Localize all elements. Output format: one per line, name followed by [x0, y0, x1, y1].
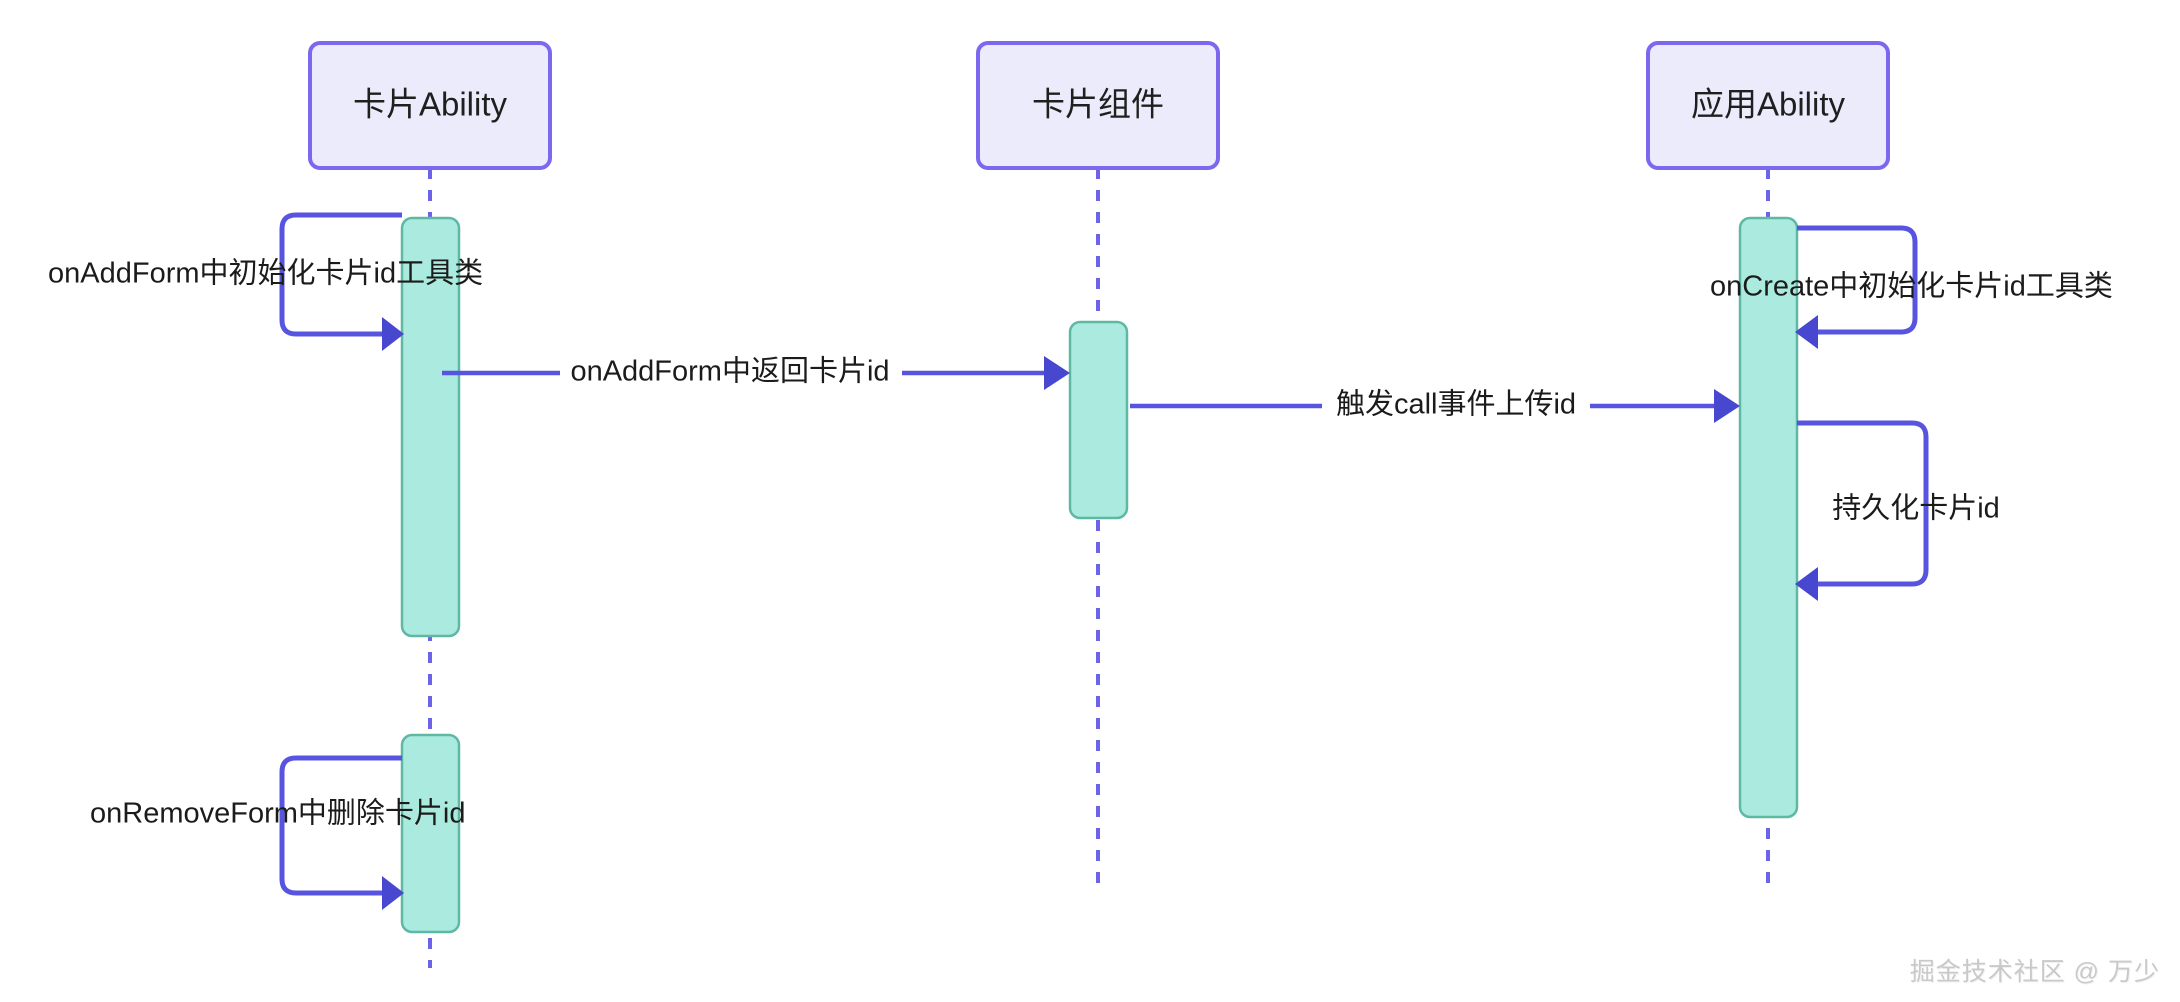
message-persist-card-id-path: [1797, 420, 1929, 587]
activation-card-ability-2: [400, 733, 461, 934]
message-onaddform-init-arrowhead: [382, 317, 404, 351]
message-onaddform-return[interactable]: onAddForm中返回卡片id: [442, 355, 1070, 390]
activation-card-ability-1: [400, 216, 461, 638]
message-onaddform-init-label: onAddForm中初始化卡片id工具类: [48, 257, 483, 290]
participant-label-card-ability: 卡片Ability: [353, 86, 508, 123]
activation-app-ability-1: [1738, 216, 1799, 819]
participant-card-component[interactable]: 卡片组件: [976, 41, 1220, 170]
message-persist-card-id-label: 持久化卡片id: [1832, 492, 2000, 525]
participant-app-ability[interactable]: 应用Ability: [1646, 41, 1890, 170]
message-oncreate-init-arrowhead: [1795, 315, 1818, 349]
message-persist-card-id[interactable]: 持久化卡片id: [1795, 420, 2000, 601]
message-call-upload-id-arrowhead: [1714, 389, 1740, 423]
message-oncreate-init-path: [1797, 225, 1918, 335]
message-onaddform-return-arrowhead: [1044, 356, 1070, 390]
message-onremoveform-delete-label: onRemoveForm中删除卡片id: [90, 797, 465, 830]
message-onremoveform-delete[interactable]: onRemoveForm中删除卡片id: [90, 755, 465, 910]
message-onaddform-init[interactable]: onAddForm中初始化卡片id工具类: [48, 212, 483, 351]
message-oncreate-init[interactable]: onCreate中初始化卡片id工具类: [1710, 225, 2113, 349]
message-call-upload-id-label: 触发call事件上传id: [1336, 388, 1576, 421]
message-persist-card-id-arrowhead: [1795, 567, 1818, 601]
message-onremoveform-delete-arrowhead: [382, 876, 404, 910]
message-oncreate-init-label: onCreate中初始化卡片id工具类: [1710, 270, 2113, 303]
lifelines: [428, 168, 1770, 968]
message-onaddform-init-path: [279, 212, 402, 337]
message-call-upload-id[interactable]: 触发call事件上传id: [1130, 388, 1740, 423]
participant-card-ability[interactable]: 卡片Ability: [308, 41, 552, 170]
message-onaddform-return-label: onAddForm中返回卡片id: [570, 355, 889, 388]
watermark: 掘金技术社区 @ 万少: [1909, 958, 2160, 986]
message-onremoveform-delete-path: [279, 755, 402, 896]
participant-label-card-component: 卡片组件: [1032, 86, 1164, 123]
participant-label-app-ability: 应用Ability: [1691, 86, 1846, 123]
activation-card-component-1: [1068, 320, 1129, 520]
